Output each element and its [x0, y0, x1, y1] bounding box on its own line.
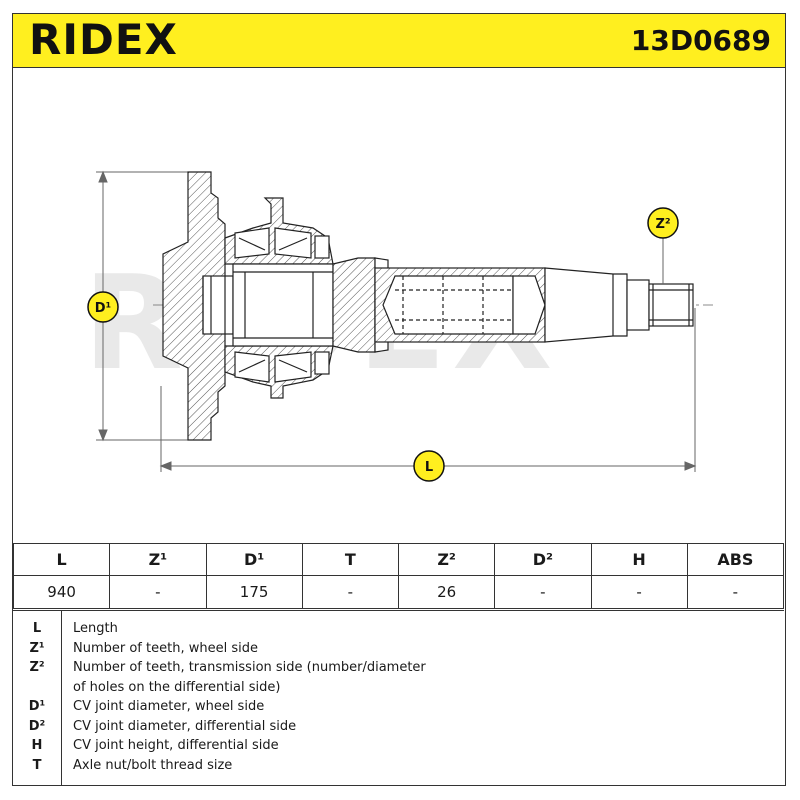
legend-text: Number of teeth, wheel side [73, 641, 258, 656]
splined-end [648, 283, 694, 327]
legend-row: H CV joint height, differential side [13, 736, 784, 756]
spec-header-d1: D¹ [205, 543, 303, 576]
legend-text: of holes on the differential side) [73, 680, 281, 695]
legend-row: L Length [13, 619, 784, 639]
brand-logo: RIDEX [29, 15, 178, 64]
d1-badge: D¹ [87, 291, 119, 323]
spec-value-abs: - [686, 575, 785, 609]
spec-header-h: H [590, 543, 688, 576]
spec-header-d2: D² [494, 543, 592, 576]
spec-value-d2: - [494, 575, 592, 609]
shaft-taper [544, 267, 650, 343]
header-bar: RIDEX 13D0689 [13, 14, 785, 68]
z2-badge-label: Z² [655, 217, 670, 232]
spec-header-abs: ABS [686, 543, 785, 576]
spec-header-z2: Z² [397, 543, 496, 576]
legend-text: CV joint height, differential side [73, 738, 279, 753]
spec-header-t: T [301, 543, 400, 576]
legend-symbol: Z² [29, 660, 45, 675]
spec-value-l: 940 [12, 575, 111, 609]
spec-header-row: L Z¹ D¹ T Z² D² H ABS [12, 543, 785, 576]
d1-badge-label: D¹ [95, 301, 112, 316]
spec-header-l: L [12, 543, 111, 576]
legend-symbol: T [32, 758, 42, 773]
legend-row: D² CV joint diameter, differential side [13, 717, 784, 737]
legend-row: Z¹ Number of teeth, wheel side [13, 639, 784, 659]
part-number: 13D0689 [630, 24, 771, 57]
spec-value-h: - [590, 575, 688, 609]
legend-row: Z² Number of teeth, transmission side (n… [13, 658, 784, 678]
product-sheet: RIDEX 13D0689 RIDEX [12, 13, 786, 786]
spec-value-z1: - [109, 575, 207, 609]
legend-symbol: Z¹ [29, 641, 45, 656]
legend-symbol: D² [28, 719, 46, 734]
spec-value-row: 940 - 175 - 26 - - - [12, 575, 785, 609]
l-badge: L [413, 450, 445, 482]
legend-text: Axle nut/bolt thread size [73, 758, 233, 773]
spec-value-z2: 26 [397, 575, 496, 609]
legend-symbol: H [31, 738, 43, 753]
legend-text: Length [73, 621, 118, 636]
spec-table: L Z¹ D¹ T Z² D² H ABS 940 - 175 - 26 - -… [12, 543, 785, 609]
z2-badge: Z² [647, 207, 679, 239]
legend-row: T Axle nut/bolt thread size [13, 756, 784, 776]
technical-drawing: RIDEX [83, 170, 713, 482]
legend-symbol: D¹ [28, 699, 46, 714]
legend-divider [61, 611, 63, 786]
legend-text: Number of teeth, transmission side (numb… [73, 660, 426, 675]
legend-text: CV joint diameter, differential side [73, 719, 297, 734]
legend-row: of holes on the differential side) [13, 678, 784, 698]
spec-header-z1: Z¹ [109, 543, 207, 576]
legend-symbol: L [32, 621, 42, 636]
legend: L Length Z¹ Number of teeth, wheel side … [13, 610, 784, 786]
legend-text: CV joint diameter, wheel side [73, 699, 265, 714]
l-badge-label: L [425, 460, 433, 475]
spec-value-t: - [301, 575, 400, 609]
spec-value-d1: 175 [205, 575, 303, 609]
bearing-housing [224, 197, 334, 399]
drive-shaft [374, 267, 546, 343]
inner-shaft [232, 263, 334, 347]
hub-flange [162, 171, 234, 441]
legend-row: D¹ CV joint diameter, wheel side [13, 697, 784, 717]
